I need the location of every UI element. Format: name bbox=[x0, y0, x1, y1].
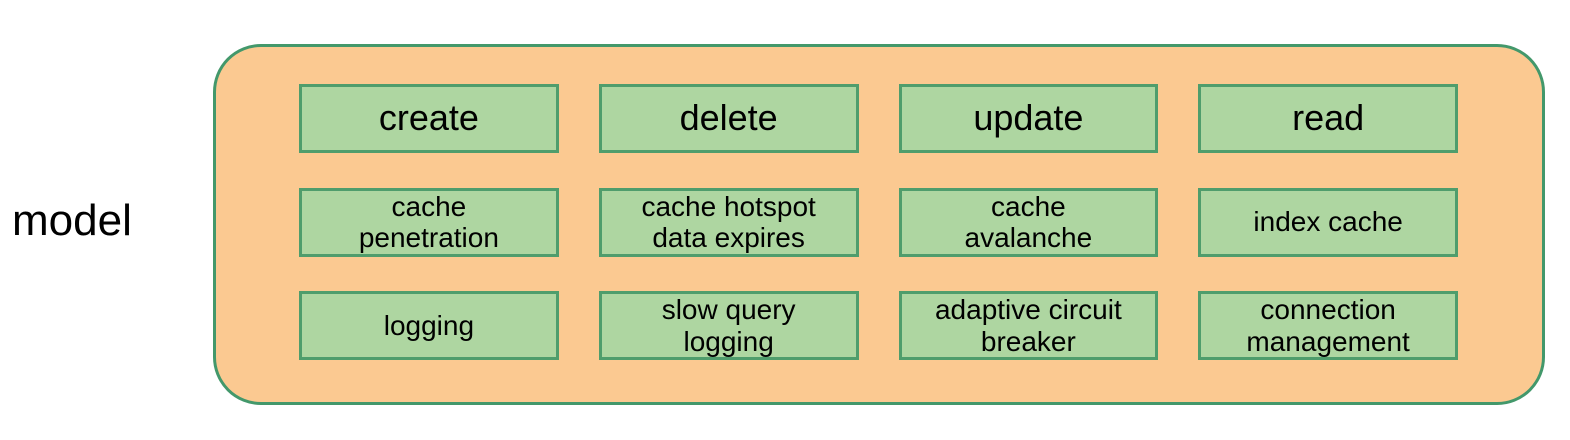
node-grid: create delete update read cache penetrat… bbox=[299, 84, 1458, 360]
node-logging: logging bbox=[299, 291, 559, 360]
node-connection-management: connection management bbox=[1198, 291, 1458, 360]
node-read: read bbox=[1198, 84, 1458, 153]
model-label: model bbox=[12, 196, 132, 245]
node-adaptive-circuit-breaker: adaptive circuit breaker bbox=[898, 291, 1159, 360]
node-cache-hotspot-data-expires: cache hotspot data expires bbox=[598, 187, 859, 257]
node-update: update bbox=[898, 84, 1159, 153]
node-create: create bbox=[299, 84, 559, 153]
node-index-cache: index cache bbox=[1198, 187, 1458, 257]
model-container: create delete update read cache penetrat… bbox=[213, 44, 1545, 405]
node-slow-query-logging: slow query logging bbox=[598, 291, 859, 360]
node-cache-penetration: cache penetration bbox=[299, 187, 559, 257]
node-cache-avalanche: cache avalanche bbox=[898, 187, 1159, 257]
node-delete: delete bbox=[598, 84, 859, 153]
